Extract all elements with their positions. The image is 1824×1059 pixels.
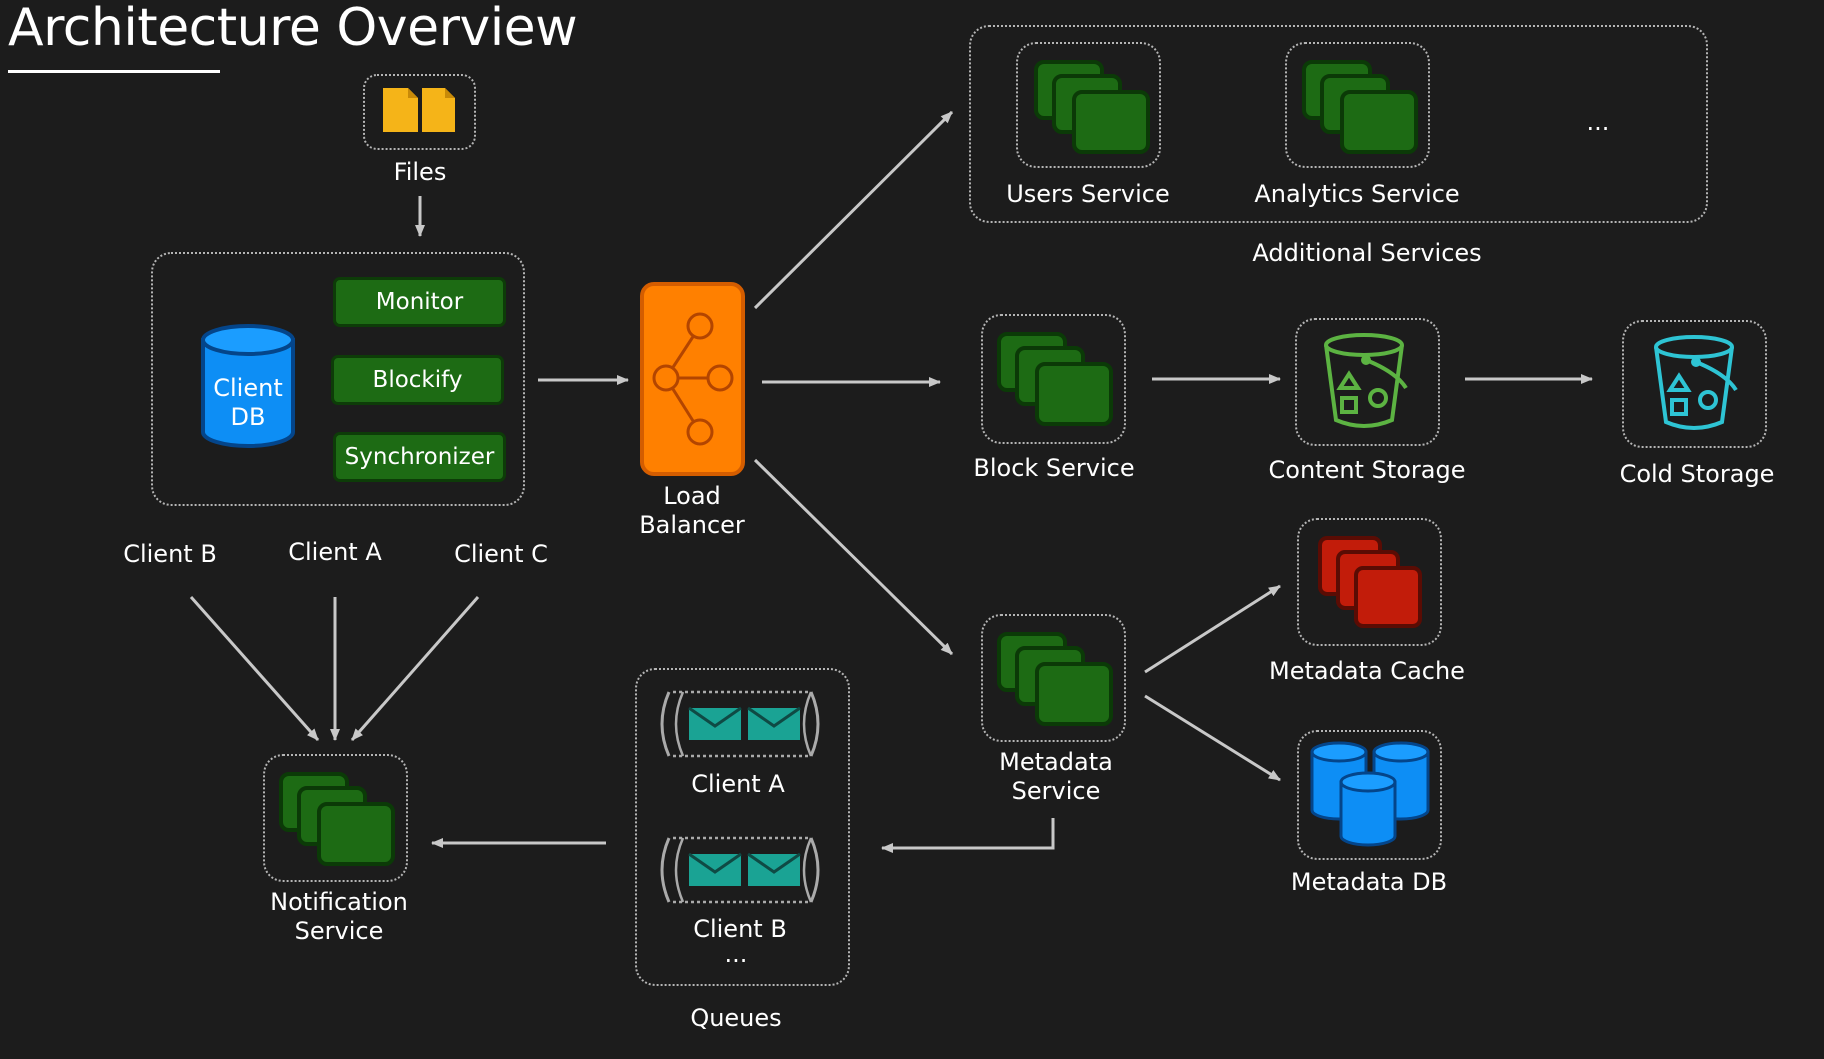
arrow-metadata-to-queues — [881, 818, 1055, 853]
client-a-label: Client A — [288, 538, 382, 566]
load-balancer-label-line2: Balancer — [639, 511, 745, 539]
notification-service-box — [263, 754, 408, 882]
cold-storage-bucket-icon — [1654, 335, 1738, 430]
arrow-metadata-to-db — [1144, 694, 1281, 782]
cold-storage-label: Cold Storage — [1619, 460, 1775, 488]
content-storage-box — [1295, 318, 1440, 446]
queue-client-a-label: Client A — [691, 770, 785, 798]
monitor-component: Monitor — [333, 277, 506, 327]
users-service-icon — [1034, 60, 1150, 154]
arrow-lb-to-additional-services — [753, 110, 954, 310]
arrow-lb-to-metadata-service — [753, 458, 954, 656]
queue-client-b-label: Client B — [693, 915, 787, 943]
title-underline — [8, 70, 220, 73]
notification-service-label-line1: Notification — [270, 888, 408, 916]
client-db-label-line2: DB — [230, 403, 266, 431]
users-service-box — [1016, 42, 1161, 168]
notification-service-icon — [279, 772, 395, 866]
metadata-cache-box — [1297, 518, 1442, 646]
additional-services-label: Additional Services — [1252, 239, 1482, 267]
queue-client-a-icon — [660, 690, 820, 758]
client-b-label: Client B — [123, 540, 217, 568]
content-storage-label: Content Storage — [1268, 456, 1466, 484]
users-service-label: Users Service — [1006, 180, 1170, 208]
metadata-cache-icon — [1318, 536, 1422, 628]
analytics-service-box — [1285, 42, 1430, 168]
additional-services-box — [969, 25, 1708, 223]
queue-client-b-icon — [660, 836, 820, 904]
network-hub-icon — [640, 282, 745, 476]
content-storage-bucket-icon — [1324, 333, 1408, 428]
synchronizer-component: Synchronizer — [333, 432, 506, 482]
metadata-service-box — [981, 614, 1126, 742]
metadata-service-label-line2: Service — [1011, 777, 1101, 805]
client-box — [151, 252, 525, 506]
block-service-icon — [997, 332, 1113, 426]
metadata-cache-label: Metadata Cache — [1269, 657, 1465, 685]
client-c-label: Client C — [454, 540, 548, 568]
database-icon — [201, 324, 295, 448]
arrow-client-c-to-notification — [350, 596, 480, 741]
analytics-service-icon — [1302, 60, 1418, 154]
files-box — [363, 74, 476, 150]
analytics-service-label: Analytics Service — [1254, 180, 1460, 208]
cold-storage-box — [1622, 320, 1767, 448]
more-services-ellipsis: ... — [1586, 108, 1610, 136]
file-icon — [383, 88, 455, 132]
metadata-db-label: Metadata DB — [1290, 868, 1448, 896]
database-cluster-icon — [1310, 741, 1430, 847]
files-label: Files — [393, 158, 447, 186]
client-db-label-line1: Client — [213, 374, 283, 402]
metadata-db-box — [1297, 730, 1442, 860]
queues-label: Queues — [690, 1004, 782, 1032]
load-balancer-label-line1: Load — [663, 482, 721, 510]
block-service-label: Block Service — [973, 454, 1135, 482]
arrow-metadata-to-cache — [1144, 584, 1281, 674]
blockify-component: Blockify — [331, 355, 504, 405]
block-service-box — [981, 314, 1126, 444]
queues-box — [635, 668, 850, 986]
metadata-service-icon — [997, 632, 1113, 726]
queue-more-ellipsis: ... — [724, 940, 748, 968]
arrow-client-b-to-notification — [189, 596, 320, 741]
metadata-service-label-line1: Metadata — [999, 748, 1113, 776]
page-title: Architecture Overview — [8, 0, 578, 58]
notification-service-label-line2: Service — [294, 917, 384, 945]
